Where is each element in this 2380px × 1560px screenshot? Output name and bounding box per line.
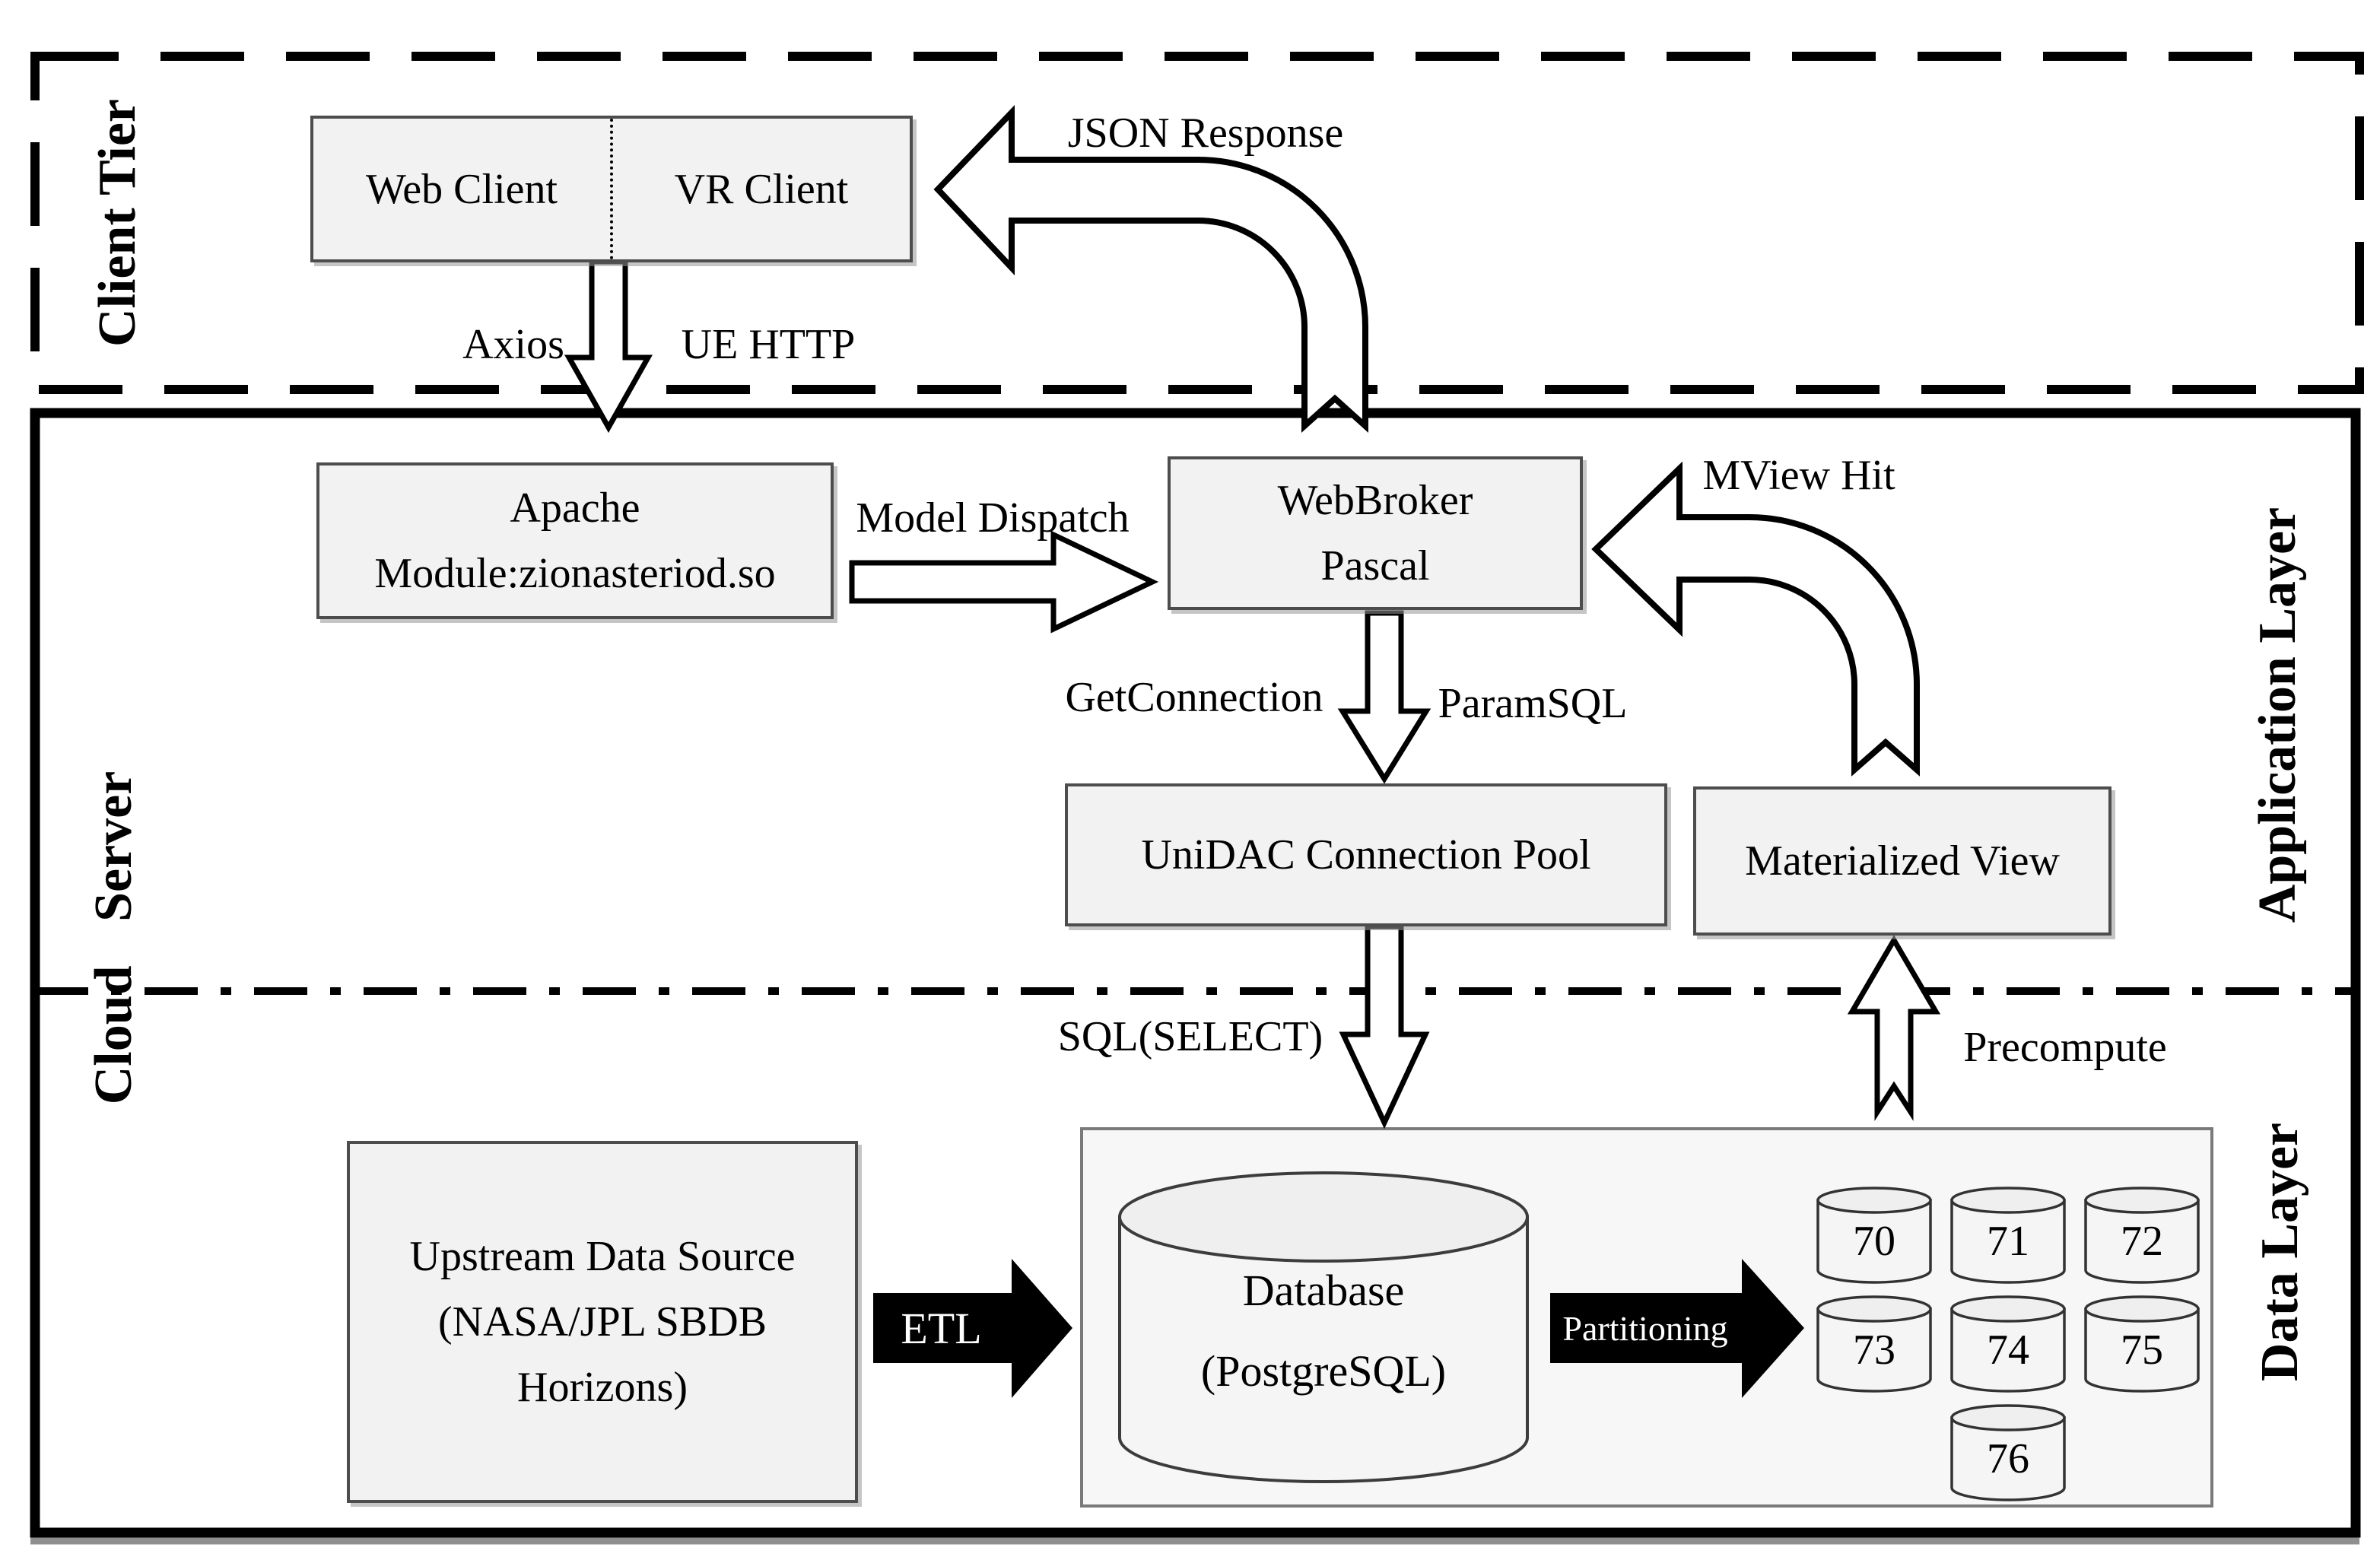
partition-cylinder-76-icon [1950,1404,2066,1501]
webbroker-pascal-node: WebBroker Pascal [1168,456,1583,610]
partition-76-label: 76 [1987,1435,2029,1482]
json-response-arrow [933,105,1368,433]
unidac-connection-pool-node: UniDAC Connection Pool [1065,783,1667,926]
partition-cylinder-74-icon [1950,1295,2066,1393]
upstream-line1: Upstream Data Source [409,1233,796,1280]
webbroker-line2: Pascal [1320,542,1430,589]
precompute-arrow [1847,935,1941,1121]
client-tier-label: Client Tier [88,99,147,348]
client-box: Web Client VR Client [310,116,913,262]
upstream-line2: (NASA/JPL SBDB [437,1298,767,1346]
partition-74-label: 74 [1987,1326,2029,1374]
materialized-view-label: Materialized View [1745,837,2060,885]
paramsql-edge-label: ParamSQL [1438,680,1628,727]
precompute-edge-label: Precompute [1963,1024,2167,1071]
partitioning-edge-label: Partitioning [1562,1308,1728,1348]
database-cylinder-body [1118,1215,1529,1483]
sql-select-edge-label: SQL(SELECT) [1057,1013,1323,1060]
partition-73-label: 73 [1853,1326,1895,1374]
vr-client-node: VR Client [610,119,910,259]
partition-cylinder-73-icon [1816,1295,1932,1393]
partitioning-arrow [1550,1259,1804,1398]
web-client-label: Web Client [365,165,558,213]
mview-hit-edge-label: MView Hit [1702,452,1895,499]
webbroker-line1: WebBroker [1277,477,1473,524]
partition-cylinder-71-icon [1950,1187,2066,1284]
axios-ue-http-arrow [564,259,653,434]
sql-select-arrow [1339,923,1430,1129]
vr-client-label: VR Client [674,165,849,213]
partition-cylinder-70-icon [1816,1187,1932,1284]
partition-cylinder-75-icon [2084,1295,2200,1393]
materialized-view-node: Materialized View [1693,786,2111,936]
etl-arrow [873,1259,1072,1398]
partition-71-label: 71 [1987,1218,2029,1265]
json-response-edge-label: JSON Response [1067,110,1344,157]
apache-module-node: Apache Module:zionasteriod.so [316,462,834,619]
partition-75-label: 75 [2121,1326,2163,1374]
database-line1: Database [1242,1266,1405,1315]
upstream-line3: Horizons) [517,1364,688,1411]
unidac-label: UniDAC Connection Pool [1141,831,1591,878]
etl-edge-label: ETL [901,1303,982,1353]
upstream-data-source-node: Upstream Data Source (NASA/JPL SBDB Hori… [347,1141,858,1503]
mview-hit-arrow [1591,461,1920,777]
data-layer-label: Data Layer [2251,1122,2309,1382]
apache-module-line2: Module:zionasteriod.so [374,550,776,597]
database-cylinder-icon [1118,1171,1529,1483]
web-client-node: Web Client [313,119,610,259]
getconnection-edge-label: GetConnection [1065,674,1323,721]
application-layer-label: Application Layer [2248,507,2307,923]
partition-cylinder-72-icon [2084,1187,2200,1284]
partition-72-label: 72 [2121,1218,2163,1265]
getconnection-paramsql-arrow [1337,610,1431,784]
database-cylinder-top [1118,1171,1529,1263]
database-node-label: Database (PostgreSQL) [1126,1244,1521,1419]
partition-70-label: 70 [1853,1218,1895,1265]
database-line2: (PostgreSQL) [1200,1346,1447,1396]
cloud-server-label: Cloud Server [84,770,143,1105]
model-dispatch-arrow [849,530,1159,634]
apache-module-line1: Apache [510,485,640,532]
model-dispatch-edge-label: Model Dispatch [856,494,1130,542]
cloud-server-border [30,408,2361,1538]
ue-http-edge-label: UE HTTP [681,321,856,368]
client-tier-border [30,52,2364,394]
axios-edge-label: Axios [462,321,564,368]
